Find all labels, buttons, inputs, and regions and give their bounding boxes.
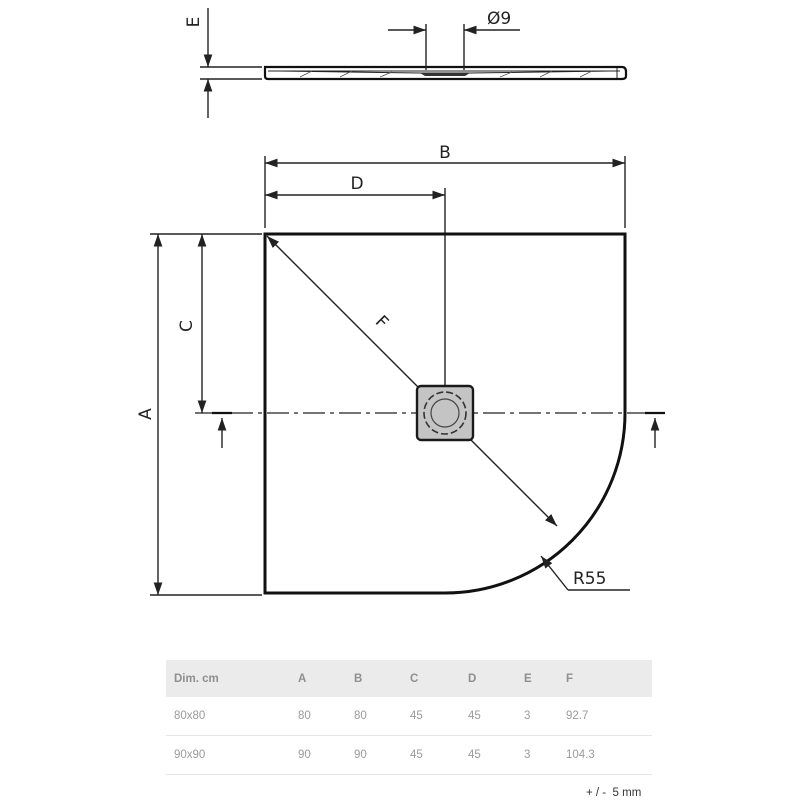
tolerance-note: + / - 5 mm bbox=[586, 787, 642, 799]
table-row: 80x80 80 80 45 45 3 92.7 bbox=[166, 697, 652, 736]
table-row: 90x90 90 90 45 45 3 104.3 bbox=[166, 735, 652, 775]
table-header: Dim. cm bbox=[166, 660, 298, 697]
table-cell: 3 bbox=[524, 735, 566, 775]
drain bbox=[415, 384, 475, 442]
table-cell: 45 bbox=[410, 735, 468, 775]
label-a: A bbox=[136, 408, 156, 420]
label-drain-diameter: Ø9 bbox=[487, 9, 511, 29]
dimensions-table: Dim. cm A B C D E F 80x80 80 80 45 45 3 … bbox=[166, 660, 652, 775]
table-cell: 90 bbox=[298, 735, 354, 775]
table-cell: 90x90 bbox=[166, 735, 298, 775]
shower-tray-technical-drawing: E Ø9 B D A C F bbox=[136, 8, 665, 596]
table-header: C bbox=[410, 660, 468, 697]
label-f: F bbox=[371, 312, 392, 333]
table-cell: 80 bbox=[298, 697, 354, 736]
plan-view: B D A C F R55 bbox=[136, 143, 665, 596]
label-c: C bbox=[177, 320, 197, 332]
table-header: F bbox=[566, 660, 652, 697]
label-b: B bbox=[439, 143, 451, 163]
table-cell: 45 bbox=[468, 735, 524, 775]
label-d: D bbox=[350, 174, 363, 194]
table-cell: 45 bbox=[410, 697, 468, 736]
table-header: B bbox=[354, 660, 410, 697]
table-cell: 45 bbox=[468, 697, 524, 736]
table-cell: 92.7 bbox=[566, 697, 652, 736]
table-cell: 90 bbox=[354, 735, 410, 775]
table-cell: 80x80 bbox=[166, 697, 298, 736]
table-header-row: Dim. cm A B C D E F bbox=[166, 660, 652, 697]
table-cell: 3 bbox=[524, 697, 566, 736]
table-cell: 80 bbox=[354, 697, 410, 736]
tray-outline bbox=[263, 232, 627, 595]
label-radius: R55 bbox=[573, 569, 606, 589]
table-header: A bbox=[298, 660, 354, 697]
table-header: D bbox=[468, 660, 524, 697]
label-e: E bbox=[184, 17, 204, 28]
table-header: E bbox=[524, 660, 566, 697]
side-profile-view: E Ø9 bbox=[184, 8, 628, 118]
table-cell: 104.3 bbox=[566, 735, 652, 775]
